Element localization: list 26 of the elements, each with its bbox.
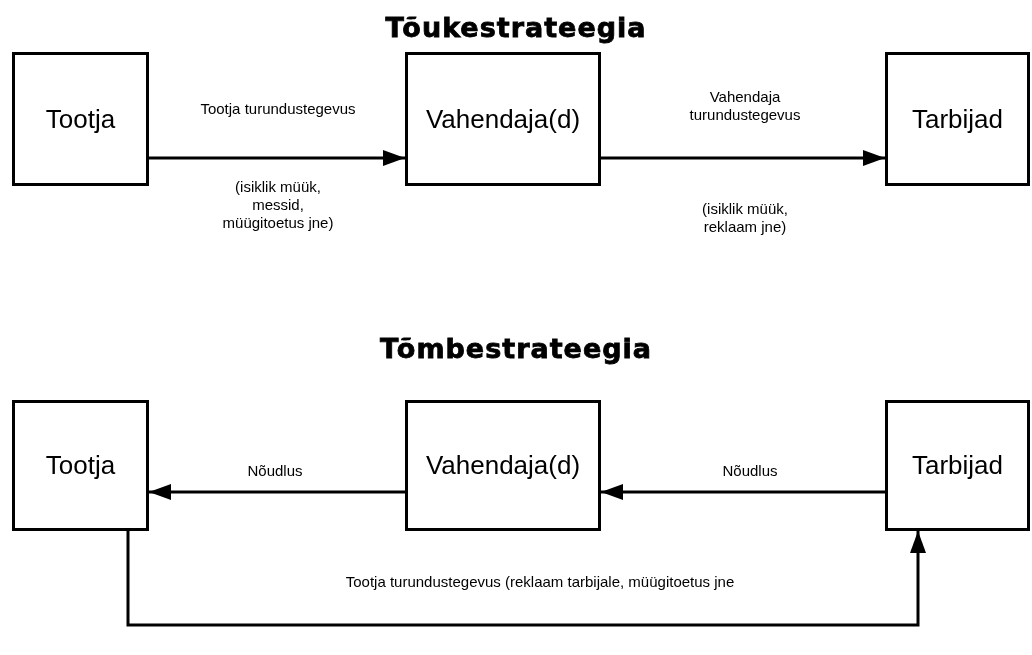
heading: Tõmbestrateegia [378, 333, 654, 364]
node-label: Vahendaja(d) [425, 103, 581, 135]
arrow [149, 150, 405, 166]
edge-label: Vahendaja turundustegevus [688, 88, 802, 124]
entity-box [885, 400, 1030, 531]
note-text: (isiklik müük, reklaam jne) [701, 200, 789, 236]
note-text: (isiklik müük, messid, müügitoetus jne) [221, 178, 335, 232]
edge-label: Tootja turundustegevus [199, 100, 357, 118]
edge-label: Tootja turundustegevus (reklaam tarbijale, müügitoetus jne [344, 573, 736, 591]
node-label: Tarbijad [911, 103, 1004, 135]
entity-box [405, 400, 601, 531]
entity-box [12, 400, 149, 531]
edge-label: Nõudlus [721, 462, 779, 480]
node-label: Tarbijad [911, 450, 1004, 481]
entity-box [885, 52, 1030, 186]
arrow [601, 150, 885, 166]
entity-box [12, 52, 149, 186]
arrow [149, 484, 405, 500]
arrow [601, 484, 885, 500]
heading: Tõukestrateegia [384, 12, 648, 43]
node-label: Tootja [45, 450, 116, 481]
arrow [126, 531, 926, 627]
edge-label: Nõudlus [246, 462, 304, 480]
entity-box [405, 52, 601, 186]
node-label: Tootja [45, 103, 116, 135]
node-label: Vahendaja(d) [425, 450, 581, 481]
